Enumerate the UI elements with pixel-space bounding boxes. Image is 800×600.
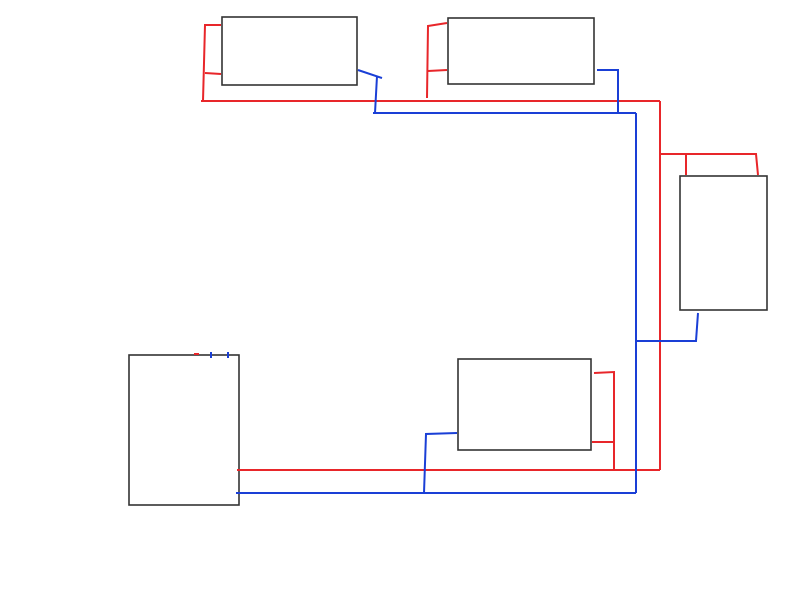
return-branch-top-middle <box>597 69 619 113</box>
supply-branch-top-left <box>202 24 222 102</box>
unit-bottom-middle <box>457 358 592 451</box>
return-line <box>210 69 699 494</box>
supply-branch-right <box>660 153 759 176</box>
return-stub-bottom-left <box>210 352 229 358</box>
unit-top-middle <box>447 17 595 85</box>
return-branch-right <box>636 312 699 342</box>
return-branch-top-left <box>357 69 383 114</box>
supply-branch-bottom-middle <box>592 370 615 470</box>
return-branch-bottom-middle <box>423 432 458 494</box>
unit-right <box>679 175 768 311</box>
unit-top-left <box>221 16 358 86</box>
unit-bottom-left <box>128 354 240 506</box>
supply-branch-top-middle <box>426 22 448 99</box>
supply-line <box>194 22 759 471</box>
